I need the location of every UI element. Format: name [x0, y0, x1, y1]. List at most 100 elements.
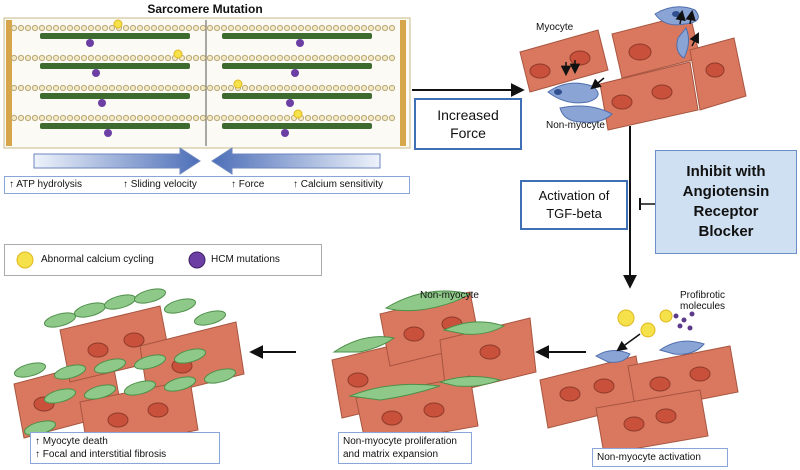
activation-caption: Non-myocyte activation: [592, 448, 728, 467]
actin-bead: [262, 24, 270, 32]
fibroblast-cell: [53, 364, 87, 380]
actin-bead: [269, 54, 277, 62]
actin-bead: [199, 84, 207, 92]
actin-bead: [206, 84, 214, 92]
actin-bead: [325, 84, 333, 92]
actin-bead: [129, 24, 137, 32]
actin-bead: [157, 84, 165, 92]
actin-bead: [17, 24, 25, 32]
fibrosis-caption: ↑ Myocyte death ↑ Focal and interstitial…: [30, 432, 220, 464]
actin-bead: [157, 114, 165, 122]
actin-bead: [213, 24, 221, 32]
actin-bead: [276, 54, 284, 62]
actin-bead: [101, 114, 109, 122]
legend-icons: [16, 251, 206, 269]
activation-cluster: [539, 309, 739, 455]
actin-bead: [304, 84, 312, 92]
actin-bead: [157, 24, 165, 32]
actin-bead: [143, 24, 151, 32]
actin-bead: [10, 24, 18, 32]
fibroblast-cell: [133, 354, 167, 370]
fibroblast-cell: [173, 348, 207, 364]
non-myocyte-label-top: Non-myocyte: [546, 120, 605, 131]
actin-bead: [206, 24, 214, 32]
actin-bead: [66, 114, 74, 122]
myosin-filament: [222, 63, 372, 69]
actin-bead: [262, 84, 270, 92]
proliferation-caption: Non-myocyte proliferation and matrix exp…: [338, 432, 472, 464]
actin-bead: [241, 24, 249, 32]
caption-proliferation: Non-myocyte proliferation and matrix exp…: [343, 436, 457, 460]
actin-bead: [248, 54, 256, 62]
myosin-filament: [222, 93, 372, 99]
effect-force: ↑ Force: [231, 179, 265, 190]
actin-bead: [360, 24, 368, 32]
actin-bead: [73, 84, 81, 92]
myosin-filament: [40, 33, 190, 39]
effect-calcium: ↑ Calcium sensitivity: [293, 179, 384, 190]
actin-bead: [381, 54, 389, 62]
fibroblast-cell: [193, 310, 227, 326]
actin-bead: [353, 114, 361, 122]
fibroblast-cell: [123, 380, 157, 396]
actin-bead: [199, 54, 207, 62]
actin-bead: [31, 24, 39, 32]
actin-bead: [94, 24, 102, 32]
actin-bead: [150, 24, 158, 32]
actin-bead: [234, 24, 242, 32]
actin-bead: [297, 24, 305, 32]
actin-bead: [59, 54, 67, 62]
actin-bead: [255, 54, 263, 62]
actin-bead: [87, 84, 95, 92]
fibroblast-cell: [43, 388, 77, 404]
actin-bead: [374, 24, 382, 32]
actin-bead: [150, 54, 158, 62]
fibroblast-cell: [13, 362, 47, 378]
actin-bead: [136, 114, 144, 122]
caption-activation: Non-myocyte activation: [597, 452, 701, 463]
myosin-filament: [222, 123, 372, 129]
actin-bead: [192, 114, 200, 122]
actin-bead: [38, 54, 46, 62]
actin-bead: [318, 54, 326, 62]
actin-bead: [311, 84, 319, 92]
actin-bead: [269, 24, 277, 32]
non-myocyte-label-mid: Non-myocyte: [420, 290, 479, 301]
actin-bead: [73, 24, 81, 32]
actin-bead: [171, 84, 179, 92]
myosin-filament: [40, 93, 190, 99]
actin-bead: [17, 84, 25, 92]
actin-bead: [388, 54, 396, 62]
actin-bead: [241, 114, 249, 122]
actin-bead: [185, 54, 193, 62]
actin-bead: [10, 114, 18, 122]
actin-bead: [101, 24, 109, 32]
hcm-mutation-marker: [92, 69, 100, 77]
actin-bead: [381, 84, 389, 92]
actin-bead: [122, 24, 130, 32]
fibroblast-cell: [93, 358, 127, 374]
actin-bead: [220, 114, 228, 122]
actin-bead: [185, 84, 193, 92]
actin-bead: [192, 84, 200, 92]
actin-bead: [353, 24, 361, 32]
actin-bead: [297, 54, 305, 62]
actin-bead: [353, 84, 361, 92]
sarcomere-title: Sarcomere Mutation: [147, 2, 263, 16]
actin-bead: [283, 114, 291, 122]
actin-bead: [227, 114, 235, 122]
actin-bead: [24, 114, 32, 122]
hcm-mutation-marker: [86, 39, 94, 47]
actin-bead: [143, 54, 151, 62]
actin-bead: [45, 54, 53, 62]
actin-bead: [164, 84, 172, 92]
actin-bead: [59, 24, 67, 32]
actin-bead: [346, 84, 354, 92]
arb-blocker-text: Inhibit with Angiotensin Receptor Blocke…: [682, 163, 770, 240]
actin-bead: [255, 24, 263, 32]
actin-bead: [353, 54, 361, 62]
actin-bead: [178, 114, 186, 122]
actin-bead: [80, 114, 88, 122]
actin-bead: [318, 84, 326, 92]
hcm-mutation-marker: [286, 99, 294, 107]
